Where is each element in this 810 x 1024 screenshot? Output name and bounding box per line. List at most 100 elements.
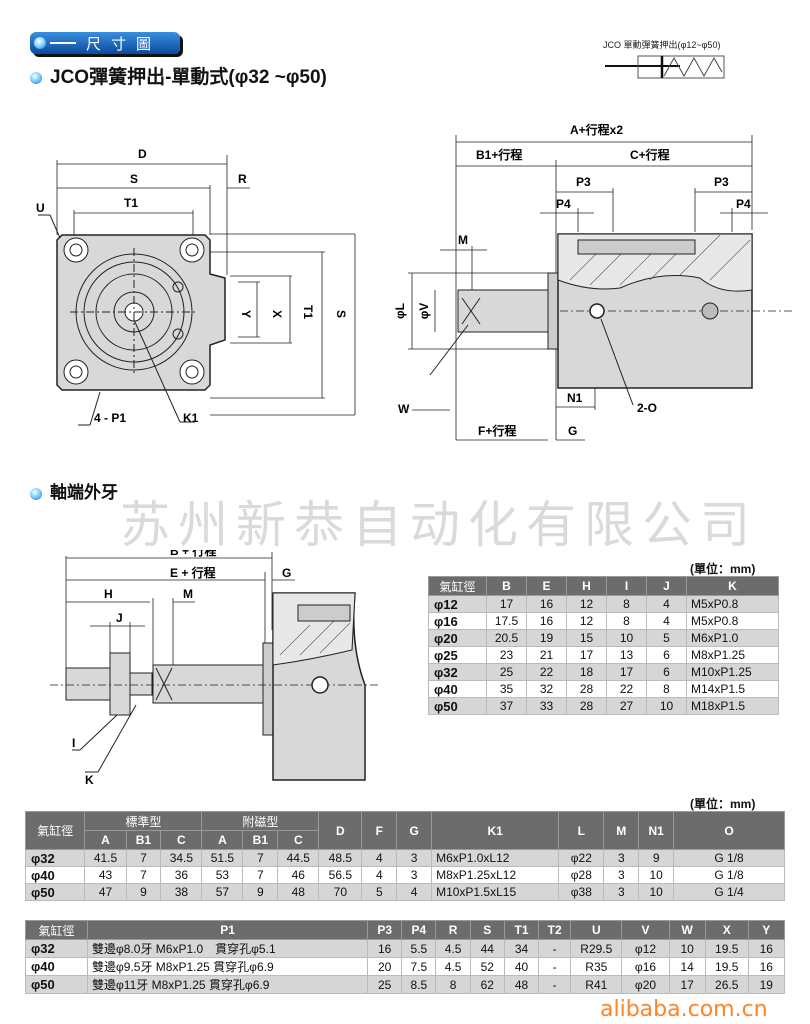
dim-label-u: U: [36, 201, 45, 215]
bore-cell: φ25: [428, 646, 487, 664]
dim-label-p4-right: P4: [736, 197, 751, 211]
table-cell: 13: [606, 646, 647, 664]
table-cell: 16: [526, 595, 567, 613]
table-cell: 16: [367, 939, 403, 958]
dim-label-e: E + 行程: [170, 565, 216, 580]
table-cell: 16: [747, 957, 786, 976]
table-cell: 9: [125, 883, 162, 901]
dim-label-m-rod: M: [183, 587, 193, 601]
table-cell: -: [538, 975, 572, 994]
table-cell: 7: [242, 866, 279, 884]
dim-label-n1: N1: [567, 391, 583, 405]
table-cell: 62: [469, 975, 505, 994]
table-cell: 18: [566, 663, 607, 681]
table-cell: 22: [606, 680, 647, 698]
table-cell: 7: [242, 849, 279, 867]
dim-label-t1: T1: [124, 196, 138, 210]
table-cell: 57: [201, 883, 244, 901]
dim-label-t1-vertical: T1: [301, 305, 315, 319]
col-header: P1: [86, 920, 369, 940]
col-header: Y: [747, 920, 786, 940]
group-header-standard: 標準型: [84, 811, 203, 831]
bullet-icon: [34, 37, 46, 49]
table-cell: 17: [486, 595, 527, 613]
dim-label-j: J: [116, 611, 123, 625]
dim-label-p3-left: P3: [576, 175, 591, 189]
dim-label-a: A+行程x2: [570, 122, 623, 137]
dim-label-s-vertical: S: [334, 310, 348, 318]
table-cell: 雙邊φ8.0牙 M6xP1.0 貫穿孔φ5.1: [86, 939, 369, 958]
table-cell: 3: [603, 883, 640, 901]
dim-label-4-p1: 4 - P1: [94, 411, 126, 425]
table-cell: 10: [638, 866, 675, 884]
table-cell: 51.5: [201, 849, 244, 867]
table-cell: 53: [201, 866, 244, 884]
dim-label-b1: B1+行程: [476, 147, 522, 162]
dim-label-h: H: [104, 587, 113, 601]
col-header: P4: [401, 920, 437, 940]
table-cell: M10xP1.5xL15: [431, 883, 560, 901]
table-cell: 19.5: [704, 939, 749, 958]
table-cell: 32: [526, 680, 567, 698]
dim-label-g-rod: G: [282, 566, 291, 580]
sub-header: A: [201, 830, 244, 850]
table-cell: 44: [469, 939, 505, 958]
dim-label-b: B + 行程: [170, 550, 216, 558]
dim-label-phi-v: φV: [417, 303, 431, 320]
section-title-rod-end: 軸端外牙: [30, 478, 118, 503]
table-cell: R35: [570, 957, 623, 976]
table-cell: M10xP1.25: [686, 663, 779, 681]
table-cell: 8: [646, 680, 687, 698]
table-cell: M18xP1.5: [686, 697, 779, 715]
col-header: U: [570, 920, 623, 940]
table-cell: M6xP1.0xL12: [431, 849, 560, 867]
bore-cell: φ32: [24, 849, 86, 867]
table-cell: 5: [646, 629, 687, 647]
dim-label-k1: K1: [183, 411, 199, 425]
table-cell: 21: [526, 646, 567, 664]
unit-label-rod-table: (單位：mm): [690, 562, 756, 576]
col-header: K: [686, 576, 779, 596]
table-cell: 19: [526, 629, 567, 647]
bore-cell: φ32: [25, 939, 88, 958]
dim-label-y: Y: [239, 310, 253, 318]
table-cell: 20: [367, 957, 403, 976]
table-cell: 41.5: [84, 849, 127, 867]
table-cell: 25: [367, 975, 403, 994]
sub-header: C: [277, 830, 320, 850]
table-cell: 4: [361, 849, 398, 867]
table-cell: 44.5: [277, 849, 320, 867]
table-cell: G 1/8: [673, 849, 785, 867]
dim-label-x: X: [270, 310, 284, 318]
bore-cell: φ50: [428, 697, 487, 715]
table-cell: 9: [638, 849, 675, 867]
table-cell: 47: [84, 883, 127, 901]
table-cell: 15: [566, 629, 607, 647]
front-view-drawing: D S R T1 U Y X T1 S 4 - P1 K1: [36, 147, 356, 426]
bore-cell: φ32: [428, 663, 487, 681]
table-cell: 20.5: [486, 629, 527, 647]
bullet-icon: [30, 487, 42, 500]
col-header: I: [606, 576, 647, 596]
symbol-caption: JCO 單動彈簧押出(φ12~φ50): [603, 40, 721, 50]
table-cell: M8xP1.25: [686, 646, 779, 664]
col-header: H: [566, 576, 607, 596]
table-cell: 10: [668, 939, 706, 958]
dim-label-c: C+行程: [630, 147, 670, 162]
bore-cell: φ50: [25, 975, 88, 994]
bore-cell: φ20: [428, 629, 487, 647]
table-cell: 4.5: [435, 957, 471, 976]
table-cell: M6xP1.0: [686, 629, 779, 647]
divider: [50, 42, 76, 44]
site-watermark: alibaba.com.cn: [600, 997, 768, 1022]
table-cell: M5xP0.8: [686, 612, 779, 630]
